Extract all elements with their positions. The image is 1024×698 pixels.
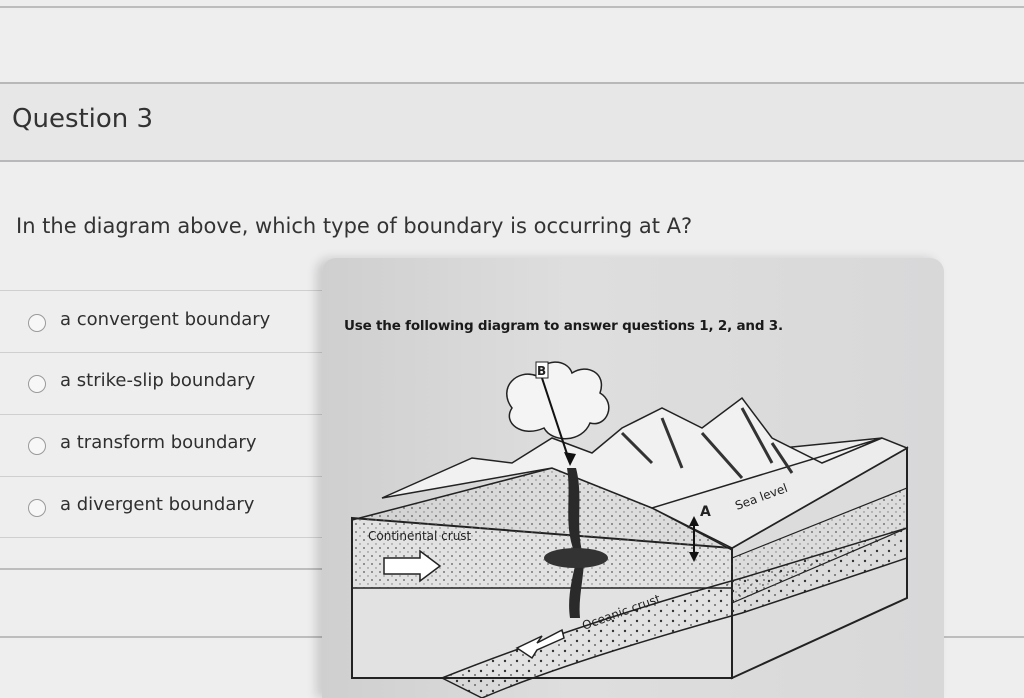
top-divider: [0, 6, 1024, 8]
option-label[interactable]: a strike-slip boundary: [60, 370, 256, 391]
answer-option-3[interactable]: a transform boundary: [0, 414, 322, 475]
radio-button[interactable]: [28, 437, 46, 455]
magma-chamber: [544, 548, 608, 568]
radio-button[interactable]: [28, 499, 46, 517]
label-b: B: [537, 364, 546, 378]
question-header: [0, 82, 1024, 162]
option-label[interactable]: a divergent boundary: [60, 494, 255, 515]
question-prompt: In the diagram above, which type of boun…: [16, 214, 693, 238]
magma-conduit: [567, 468, 584, 618]
diagram-caption: Use the following diagram to answer ques…: [344, 318, 783, 334]
bottom-divider: [0, 568, 322, 570]
mountain-range: [381, 396, 883, 509]
answer-option-1[interactable]: a convergent boundary: [0, 290, 322, 351]
option-label[interactable]: a transform boundary: [60, 432, 257, 453]
question-title: Question 3: [12, 104, 154, 134]
plate-boundary-diagram: Use the following diagram to answer ques…: [322, 258, 944, 698]
answer-option-2[interactable]: a strike-slip boundary: [0, 352, 322, 413]
radio-button[interactable]: [28, 314, 46, 332]
block-diagram: B A Sea level Continental crust Oceanic …: [351, 361, 909, 698]
label-a: A: [700, 504, 711, 520]
option-label[interactable]: a convergent boundary: [60, 309, 271, 330]
answer-option-4[interactable]: a divergent boundary: [0, 476, 322, 538]
radio-button[interactable]: [28, 375, 46, 393]
label-continental-crust: Continental crust: [368, 529, 472, 543]
oceanic-motion-arrow: [515, 628, 565, 660]
continental-motion-arrow: [383, 549, 442, 583]
